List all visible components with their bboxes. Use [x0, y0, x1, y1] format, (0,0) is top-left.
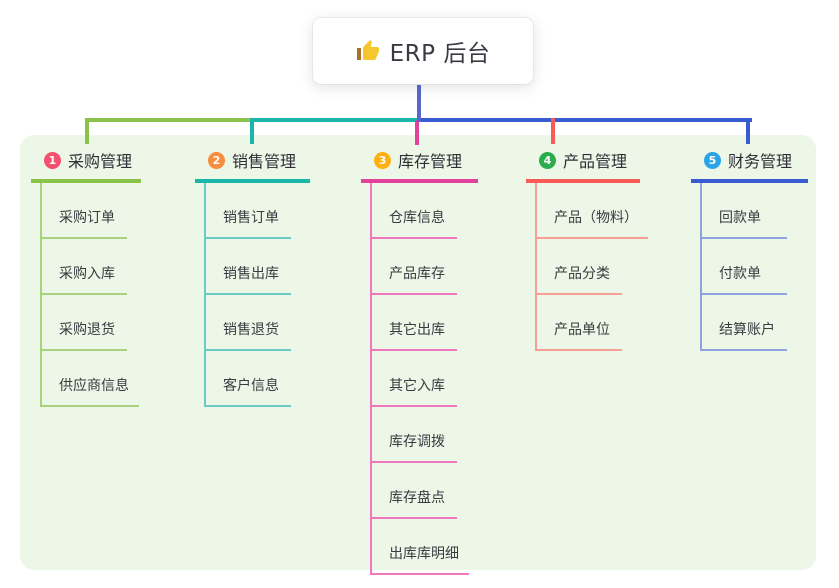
- branch-title[interactable]: 2 销售管理: [195, 148, 310, 183]
- branch-children: 仓库信息 产品库存 其它出库 其它入库 库存调拨 库存盘点 出库库明细: [370, 183, 469, 575]
- branch-1: 1 采购管理 采购订单 采购入库 采购退货 供应商信息: [31, 148, 141, 407]
- child-node[interactable]: 销售订单: [206, 183, 291, 239]
- child-node[interactable]: 销售退货: [206, 295, 291, 351]
- child-node[interactable]: 客户信息: [206, 351, 291, 407]
- child-node[interactable]: 出库库明细: [372, 519, 469, 575]
- branch-label: 采购管理: [68, 152, 133, 171]
- child-node[interactable]: 销售出库: [206, 239, 291, 295]
- child-node[interactable]: 结算账户: [702, 295, 787, 351]
- child-node[interactable]: 供应商信息: [42, 351, 139, 407]
- child-node[interactable]: 产品（物料）: [537, 183, 648, 239]
- child-node[interactable]: 产品单位: [537, 295, 622, 351]
- branch-label: 产品管理: [563, 152, 628, 171]
- branch-number-badge: 2: [208, 151, 225, 169]
- connector-drop-branch-5: [746, 118, 750, 144]
- child-node[interactable]: 采购订单: [42, 183, 127, 239]
- branch-title[interactable]: 3 库存管理: [361, 148, 478, 183]
- connector-drop-branch-2: [250, 118, 254, 144]
- root-node[interactable]: ERP 后台: [313, 18, 533, 84]
- child-node[interactable]: 产品分类: [537, 239, 622, 295]
- branch-children: 回款单 付款单 结算账户: [700, 183, 787, 351]
- child-node[interactable]: 其它入库: [372, 351, 457, 407]
- branch-number-badge: 5: [704, 151, 721, 169]
- child-node[interactable]: 付款单: [702, 239, 787, 295]
- child-node[interactable]: 产品库存: [372, 239, 457, 295]
- thumbs-up-icon: [356, 40, 379, 60]
- branch-title[interactable]: 5 财务管理: [691, 148, 808, 183]
- branch-3: 3 库存管理 仓库信息 产品库存 其它出库 其它入库 库存调拨 库存盘点 出库库…: [361, 148, 478, 575]
- child-node[interactable]: 库存盘点: [372, 463, 457, 519]
- child-node[interactable]: 其它出库: [372, 295, 457, 351]
- connector-drop-branch-3: [415, 120, 419, 145]
- branch-2: 2 销售管理 销售订单 销售出库 销售退货 客户信息: [195, 148, 310, 407]
- branch-children: 销售订单 销售出库 销售退货 客户信息: [204, 183, 291, 407]
- branch-number-badge: 1: [44, 151, 61, 169]
- connector-horizontal-1: [87, 118, 252, 122]
- branch-label: 财务管理: [728, 152, 793, 171]
- child-node[interactable]: 库存调拨: [372, 407, 457, 463]
- connector-horizontal-2: [252, 118, 417, 122]
- branch-title[interactable]: 1 采购管理: [31, 148, 141, 183]
- child-node[interactable]: 采购入库: [42, 239, 127, 295]
- branch-title[interactable]: 4 产品管理: [526, 148, 640, 183]
- root-label: ERP 后台: [389, 41, 491, 67]
- connector-root-vertical: [417, 84, 421, 122]
- branch-number-badge: 4: [539, 151, 556, 169]
- connector-drop-branch-4: [551, 118, 555, 144]
- connector-drop-branch-1: [85, 118, 89, 144]
- branch-5: 5 财务管理 回款单 付款单 结算账户: [691, 148, 808, 351]
- branch-children: 采购订单 采购入库 采购退货 供应商信息: [40, 183, 139, 407]
- branch-4: 4 产品管理 产品（物料） 产品分类 产品单位: [526, 148, 648, 351]
- branch-label: 销售管理: [232, 152, 297, 171]
- branches-panel: [20, 135, 816, 570]
- branch-label: 库存管理: [398, 152, 463, 171]
- child-node[interactable]: 仓库信息: [372, 183, 457, 239]
- connector-horizontal-3: [417, 118, 752, 122]
- branch-number-badge: 3: [374, 151, 391, 169]
- child-node[interactable]: 回款单: [702, 183, 787, 239]
- branch-children: 产品（物料） 产品分类 产品单位: [535, 183, 648, 351]
- child-node[interactable]: 采购退货: [42, 295, 127, 351]
